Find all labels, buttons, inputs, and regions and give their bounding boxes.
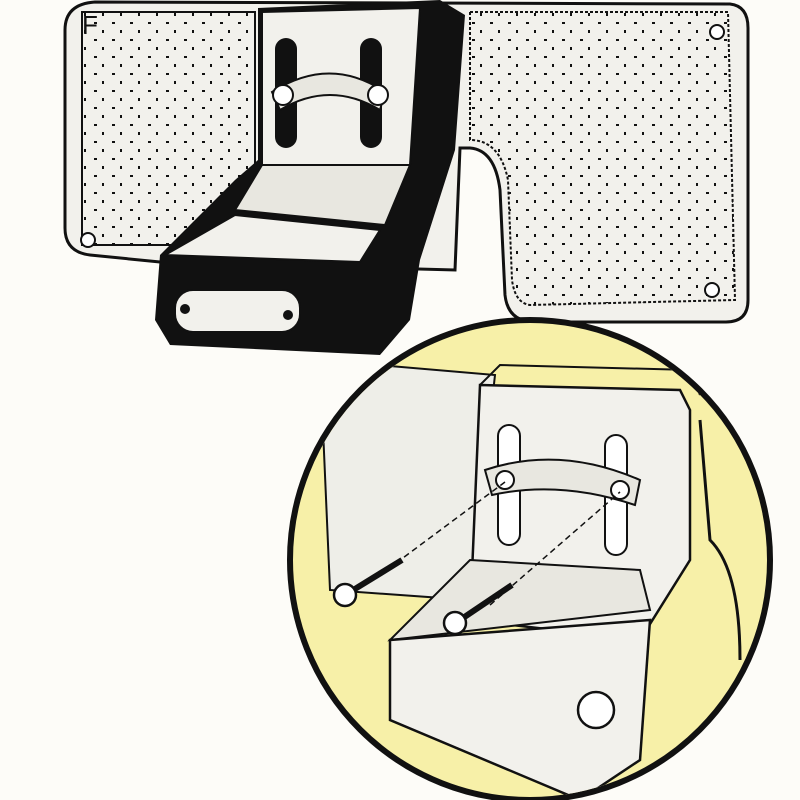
bracket: [155, 0, 465, 355]
screw-left: [332, 557, 404, 608]
detail-inset: [287, 317, 773, 800]
plate-label: F: [82, 10, 98, 40]
screw-right: [442, 582, 514, 636]
